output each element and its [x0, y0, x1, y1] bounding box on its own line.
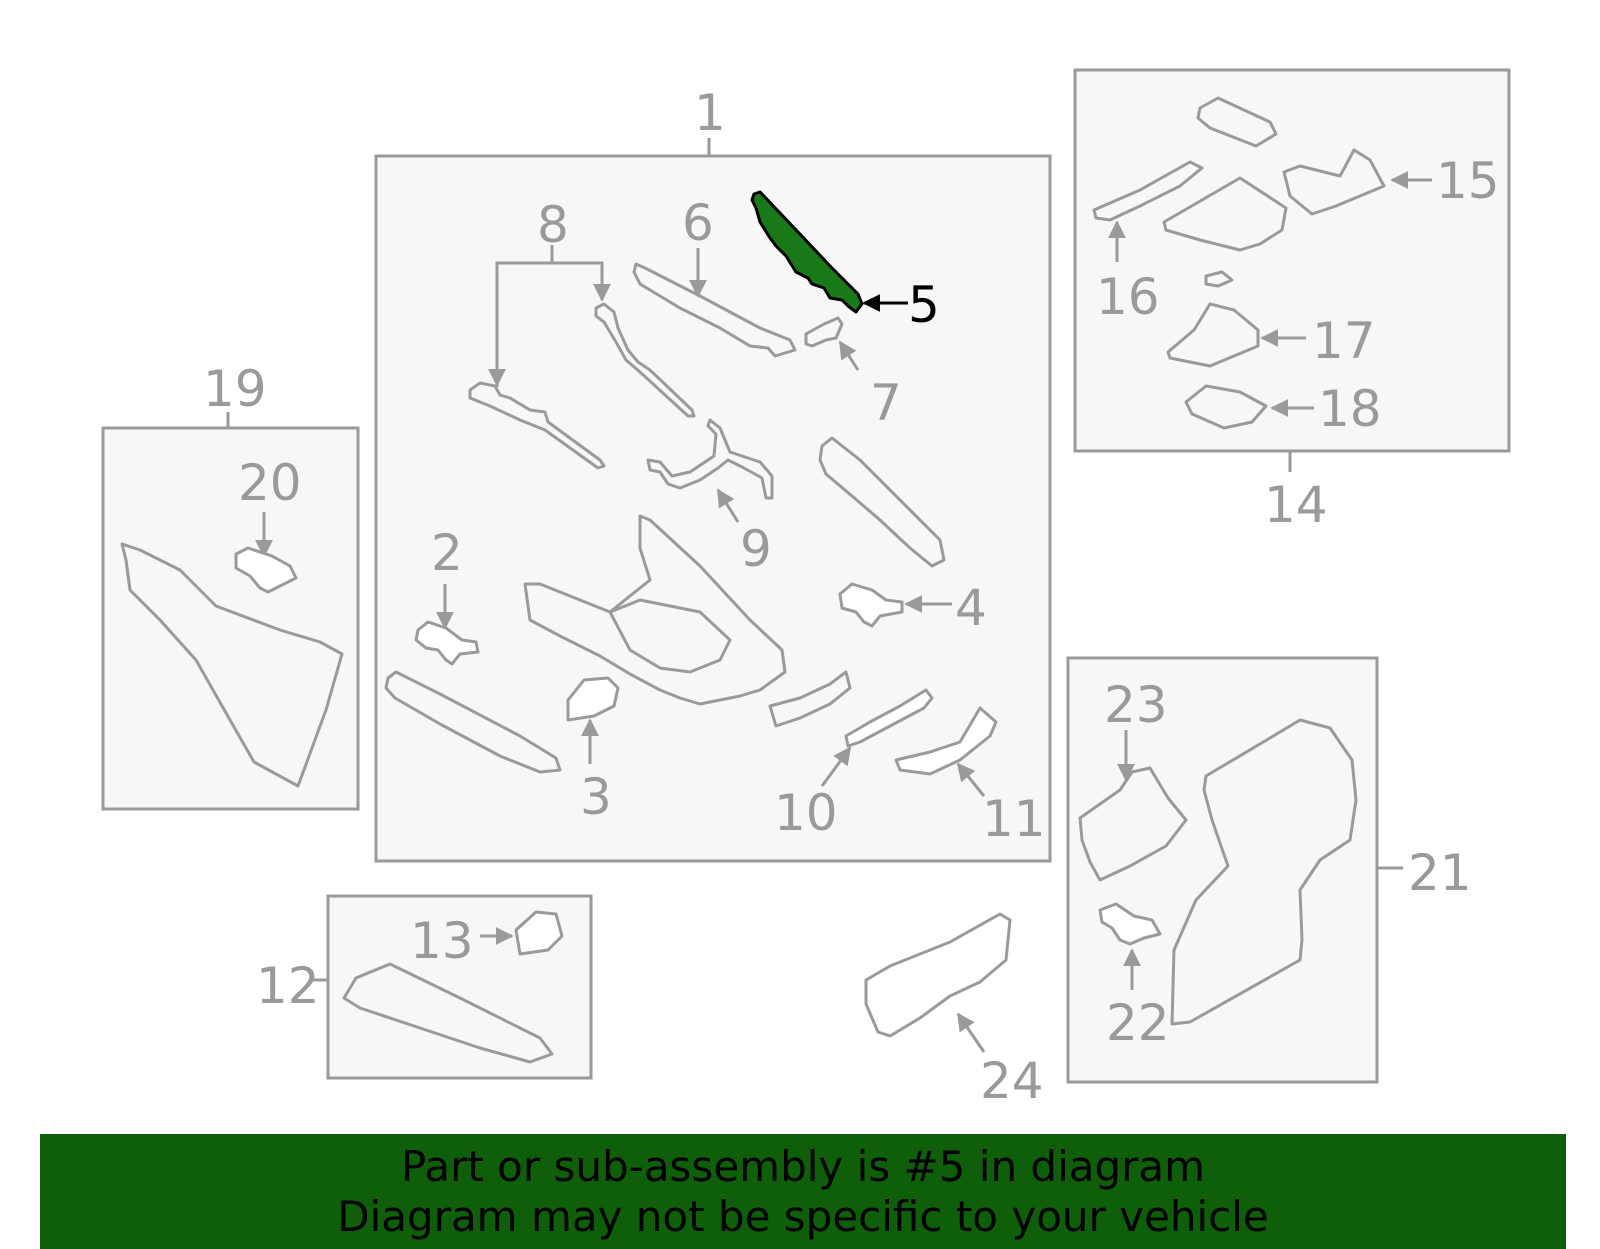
- callout-17: 17: [1312, 312, 1376, 370]
- part-13: [514, 910, 564, 956]
- callout-2: 2: [431, 524, 463, 582]
- callout-7: 7: [870, 374, 902, 432]
- callout-1: 1: [694, 84, 726, 142]
- main-assembly-box: 1: [374, 84, 1052, 863]
- callout-19: 19: [203, 360, 267, 418]
- part-21-rear-console: 23 22: [1078, 676, 1358, 1052]
- part-8-wires: 8: [468, 196, 696, 470]
- callout-22: 22: [1106, 994, 1170, 1052]
- part-12-trim: 13: [342, 910, 564, 1064]
- callout-5: 5: [908, 276, 940, 334]
- callout-24: 24: [980, 1052, 1044, 1110]
- callout-13: 13: [410, 912, 474, 970]
- part-7: 7: [804, 316, 902, 432]
- upper-right-box: 14: [1073, 68, 1511, 534]
- callout-3: 3: [580, 768, 612, 826]
- part-2: 2: [414, 524, 480, 666]
- callout-23: 23: [1104, 676, 1168, 734]
- part-10: 10: [774, 688, 934, 842]
- callout-9: 9: [740, 520, 772, 578]
- callout-8: 8: [537, 196, 569, 254]
- part-14-shifter-assembly: 16 15 17 18: [1092, 96, 1500, 438]
- part-curved-strip: [768, 670, 852, 728]
- callout-21: 21: [1408, 844, 1472, 902]
- part-left-long-trim: [384, 670, 562, 774]
- callout-10: 10: [774, 784, 838, 842]
- part-6: 6: [632, 194, 797, 358]
- part-3: 3: [566, 676, 620, 826]
- side-panel-box: 19: [101, 360, 360, 811]
- part-upper-side-trim: [818, 436, 946, 568]
- banner-line-2: Diagram may not be specific to your vehi…: [337, 1191, 1269, 1241]
- part-4: 4: [838, 579, 987, 637]
- callout-12: 12: [256, 957, 320, 1015]
- callout-4: 4: [955, 579, 987, 637]
- callout-15: 15: [1436, 152, 1500, 210]
- part-11: 11: [894, 706, 1046, 848]
- part-24: 24: [864, 912, 1044, 1110]
- banner-line-1: Part or sub-assembly is #5 in diagram: [400, 1141, 1206, 1191]
- part-console-tray: [523, 514, 787, 706]
- part-9-wire: 9: [646, 418, 774, 578]
- info-banner: Part or sub-assembly is #5 in diagram Di…: [40, 1134, 1566, 1249]
- callout-16: 16: [1096, 268, 1160, 326]
- callout-14: 14: [1264, 476, 1328, 534]
- callout-6: 6: [682, 194, 714, 252]
- part-20: [234, 546, 298, 594]
- part-19-side-panel: 20: [120, 454, 344, 788]
- part-5-highlighted[interactable]: 5: [750, 190, 940, 334]
- callout-18: 18: [1318, 380, 1382, 438]
- callout-20: 20: [238, 454, 302, 512]
- callout-11: 11: [982, 790, 1046, 848]
